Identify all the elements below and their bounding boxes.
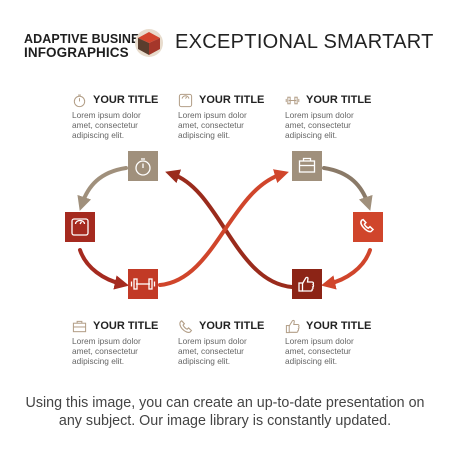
- block-body: Lorem ipsum dolor amet, consectetur adip…: [285, 336, 381, 366]
- block-body-line: amet, consectetur: [285, 120, 351, 130]
- arrow-scale-to-dumbbell: [78, 248, 130, 290]
- block-title: YOUR TITLE: [93, 94, 159, 106]
- dumbbell-icon: [130, 278, 156, 290]
- thumbs-up-icon: [285, 319, 300, 333]
- thumbs-up-icon: [298, 276, 315, 292]
- arrow-dumbbell-to-briefcase: [158, 169, 289, 287]
- node-phone: [353, 212, 383, 242]
- phone-icon: [179, 319, 193, 333]
- briefcase-icon: [72, 320, 87, 332]
- phone-icon: [360, 218, 375, 233]
- block-body-line: amet, consectetur: [178, 346, 244, 356]
- dumbbell-icon: [285, 96, 300, 104]
- block-body-line: amet, consectetur: [72, 120, 138, 130]
- stopwatch-icon: [135, 158, 151, 176]
- text-block-6: YOUR TITLE Lorem ipsum dolor amet, conse…: [285, 318, 381, 366]
- footer-caption: Using this image, you can create an up-t…: [25, 395, 425, 429]
- text-block-1: YOUR TITLE Lorem ipsum dolor amet, conse…: [72, 92, 168, 140]
- block-body-line: amet, consectetur: [285, 346, 351, 356]
- block-body-line: adipiscing elit.: [72, 356, 125, 366]
- block-title: YOUR TITLE: [93, 320, 159, 332]
- node-stopwatch: [128, 151, 158, 181]
- node-thumbs-up: [292, 269, 322, 299]
- brand-line-1: ADAPTIVE BUSINESS: [24, 32, 157, 46]
- block-body-line: Lorem ipsum dolor: [285, 110, 354, 120]
- arrow-stopwatch-to-scale: [77, 166, 128, 211]
- block-title: YOUR TITLE: [306, 94, 372, 106]
- block-body-line: adipiscing elit.: [178, 130, 231, 140]
- arrow-briefcase-to-phone: [322, 166, 373, 211]
- block-title: YOUR TITLE: [199, 94, 265, 106]
- arrow-thumbs-to-stopwatch: [165, 169, 294, 289]
- block-body-line: amet, consectetur: [178, 120, 244, 130]
- brand-title: ADAPTIVE BUSINESS INFOGRAPHICS: [24, 32, 156, 60]
- cube-logo-icon: [135, 29, 163, 57]
- scale-icon: [178, 93, 193, 107]
- block-body: Lorem ipsum dolor amet, consectetur adip…: [178, 336, 274, 366]
- page-title: EXCEPTIONAL SMARTART: [175, 31, 434, 53]
- block-body-line: adipiscing elit.: [285, 356, 338, 366]
- block-body: Lorem ipsum dolor amet, consectetur adip…: [72, 110, 168, 140]
- block-body-line: Lorem ipsum dolor: [285, 336, 354, 346]
- block-body-line: Lorem ipsum dolor: [72, 336, 141, 346]
- block-body: Lorem ipsum dolor amet, consectetur adip…: [285, 110, 381, 140]
- text-block-4: YOUR TITLE Lorem ipsum dolor amet, conse…: [72, 318, 168, 366]
- block-body-line: adipiscing elit.: [72, 130, 125, 140]
- block-title: YOUR TITLE: [306, 320, 372, 332]
- block-body-line: Lorem ipsum dolor: [72, 110, 141, 120]
- arrow-phone-to-thumbs: [320, 248, 372, 290]
- text-block-5: YOUR TITLE Lorem ipsum dolor amet, conse…: [178, 318, 274, 366]
- briefcase-icon: [298, 157, 316, 173]
- node-scale: [65, 212, 95, 242]
- text-block-3: YOUR TITLE Lorem ipsum dolor amet, conse…: [285, 92, 381, 140]
- block-body-line: adipiscing elit.: [285, 130, 338, 140]
- block-body: Lorem ipsum dolor amet, consectetur adip…: [72, 336, 168, 366]
- node-briefcase: [292, 151, 322, 181]
- block-body-line: Lorem ipsum dolor: [178, 336, 247, 346]
- block-body-line: adipiscing elit.: [178, 356, 231, 366]
- stopwatch-icon: [73, 94, 86, 107]
- text-block-2: YOUR TITLE Lorem ipsum dolor amet, conse…: [178, 92, 274, 140]
- block-body-line: amet, consectetur: [72, 346, 138, 356]
- node-dumbbell: [128, 269, 158, 299]
- block-title: YOUR TITLE: [199, 320, 265, 332]
- block-body: Lorem ipsum dolor amet, consectetur adip…: [178, 110, 274, 140]
- brand-line-2: INFOGRAPHICS: [24, 45, 129, 60]
- block-body-line: Lorem ipsum dolor: [178, 110, 247, 120]
- scale-icon: [71, 218, 89, 236]
